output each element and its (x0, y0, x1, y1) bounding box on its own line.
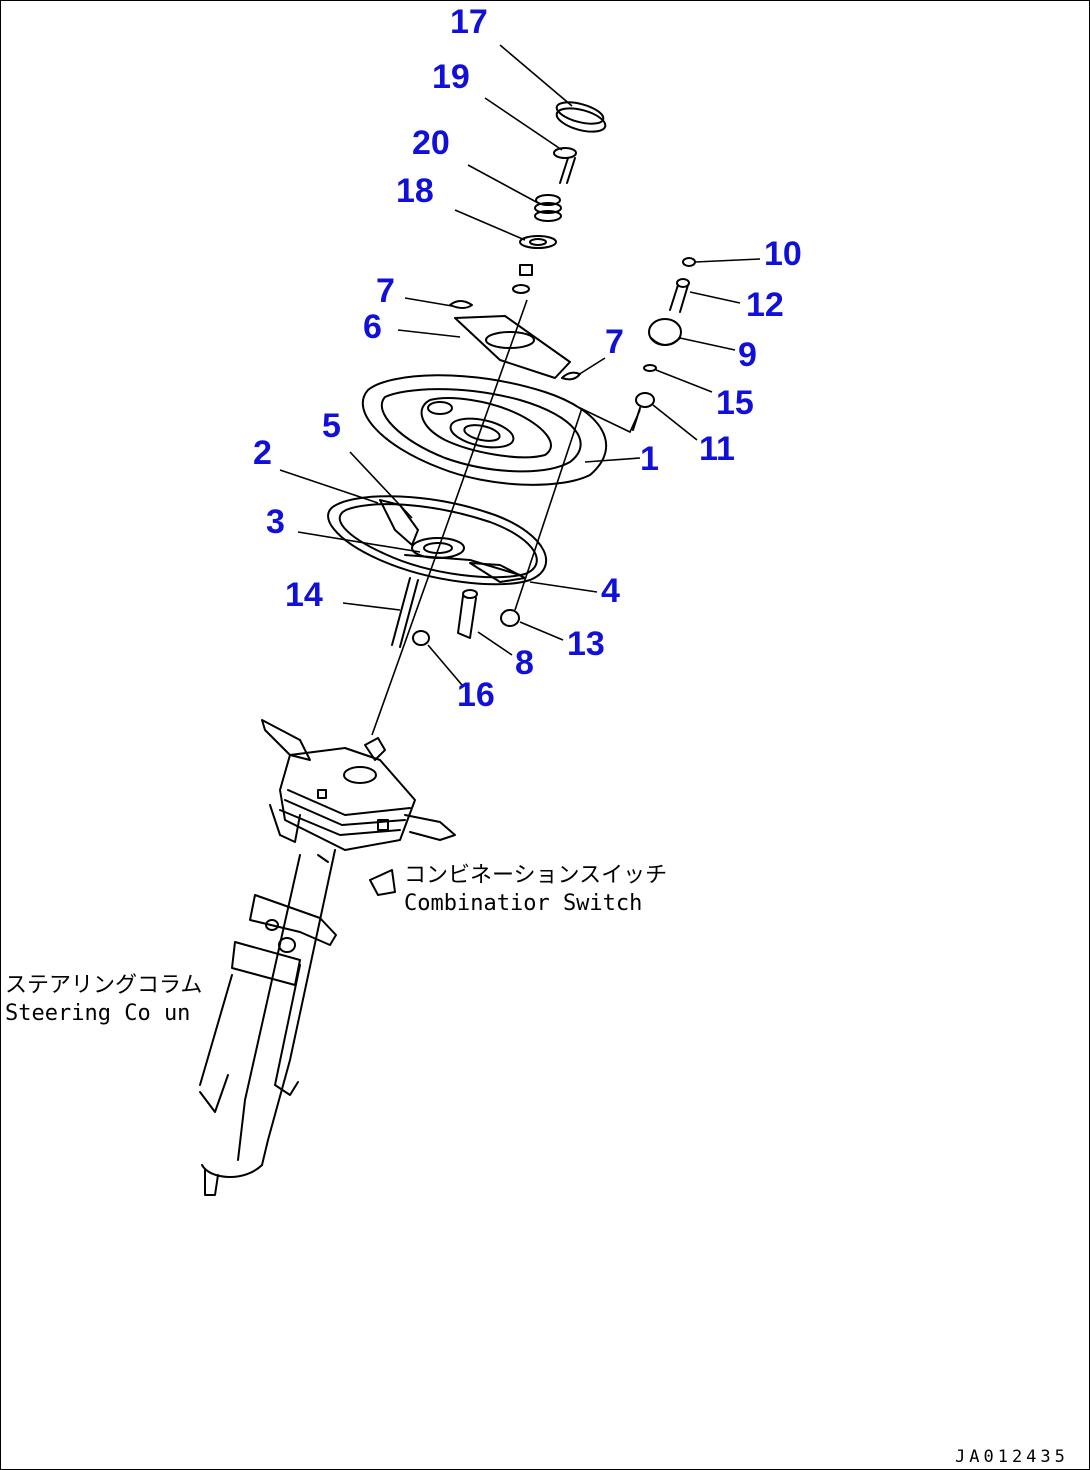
callout-15: 15 (716, 384, 754, 422)
callout-4: 4 (601, 572, 620, 610)
callout-16: 16 (457, 676, 495, 714)
part-9-knob (648, 318, 682, 346)
steering-column-label-jp: ステアリングコラム (5, 973, 202, 998)
callout-6: 6 (363, 308, 382, 346)
callout-numbers: 17 19 20 18 10 12 7 6 7 9 15 11 1 5 2 3 … (253, 3, 802, 714)
steering-column-label-en: Steering Co un (5, 1001, 190, 1026)
callout-20: 20 (412, 124, 450, 162)
combination-switch-label-jp: コンビネーションスイッチ (404, 863, 667, 888)
combination-switch-label-en: Combinatior Switch (404, 891, 642, 916)
callout-5: 5 (322, 407, 341, 445)
callout-2: 2 (253, 434, 272, 472)
part-12-bolt (669, 278, 690, 313)
callout-1: 1 (640, 440, 659, 478)
part-1-steering-wheel (361, 374, 608, 486)
part-6-horn-plate (454, 315, 571, 379)
part-14-pin (391, 577, 419, 648)
part-15-washer (643, 364, 657, 372)
part-3-hub (404, 537, 521, 576)
part-18-plate (519, 235, 557, 249)
part-7-clip-left (449, 300, 473, 309)
steering-column (199, 849, 337, 1196)
callout-7-left: 7 (376, 272, 395, 310)
callout-14: 14 (285, 576, 323, 614)
callout-17: 17 (450, 3, 488, 41)
callout-12: 12 (746, 286, 784, 324)
part-19-bolt (553, 147, 577, 184)
part-4-plate (469, 562, 526, 583)
combination-switch-assembly (261, 719, 456, 896)
part-16-nut (412, 630, 430, 646)
callout-19: 19 (432, 58, 470, 96)
part-11-nut (632, 392, 655, 431)
part-13-nut (500, 609, 520, 627)
part-2-lower-ring (327, 495, 548, 586)
callout-7-right: 7 (605, 323, 624, 361)
part-17-cap (555, 101, 607, 133)
callout-8: 8 (515, 644, 534, 682)
leader-lines (279, 44, 761, 686)
callout-11: 11 (699, 430, 735, 468)
callout-18: 18 (396, 172, 434, 210)
part-8-bolt (457, 589, 478, 639)
part-20-spring (534, 194, 562, 222)
callout-10: 10 (764, 235, 802, 273)
axis-nut (512, 264, 533, 294)
right-axis-line (514, 407, 583, 611)
part-10-pin (682, 257, 696, 267)
part-5-bracket (379, 499, 419, 546)
callout-3: 3 (266, 503, 285, 541)
part-7-clip-right (561, 371, 581, 381)
center-axis-line (371, 299, 528, 736)
callout-9: 9 (738, 336, 757, 374)
callout-13: 13 (567, 625, 605, 663)
drawing-code: JA012435 (955, 1447, 1069, 1467)
